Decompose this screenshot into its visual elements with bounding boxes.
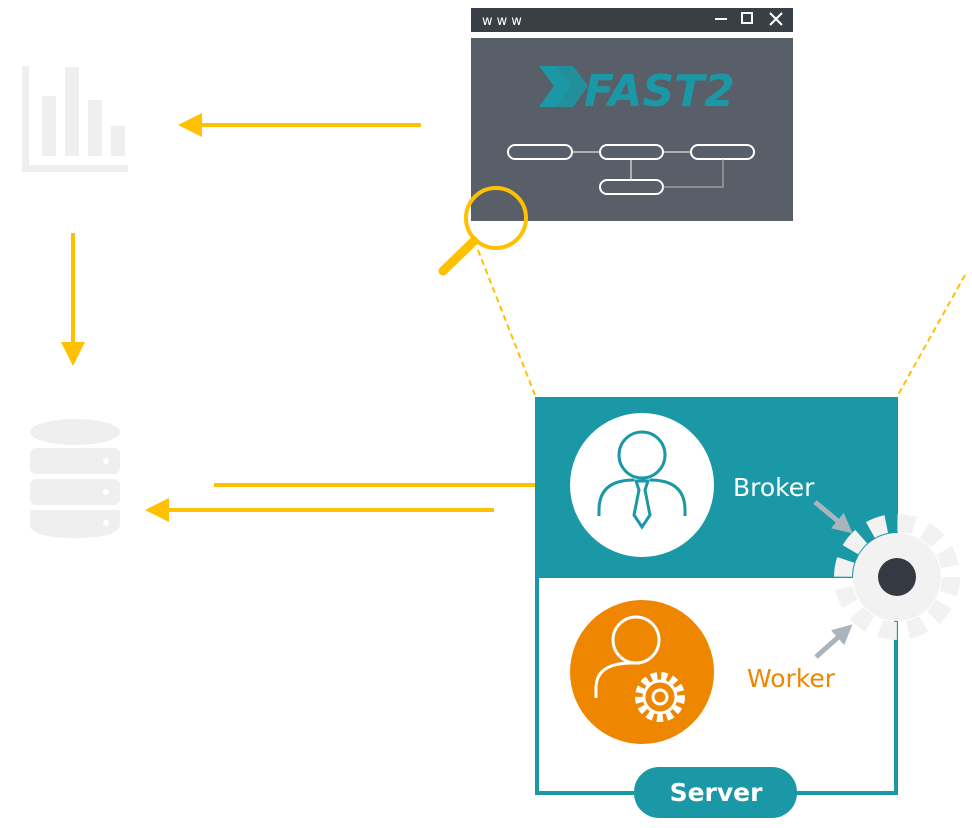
bar-chart-icon	[22, 66, 128, 172]
arrow-worker-to-gear	[814, 624, 853, 659]
fast2-logo: FAST2	[539, 66, 735, 117]
worker-label: Worker	[747, 664, 836, 693]
zoom-line-right	[897, 274, 966, 396]
window-title-bar	[471, 8, 793, 32]
window-body	[471, 38, 793, 221]
window-maximize-icon[interactable]	[741, 12, 753, 24]
workflow-graphic	[507, 144, 755, 195]
broker-node	[570, 413, 714, 557]
worker-person-gear-icon	[594, 615, 685, 722]
broker-person-icon	[597, 430, 687, 530]
zoom-line-left	[477, 249, 536, 396]
server-label: Server	[670, 778, 764, 807]
gear-center	[878, 558, 916, 596]
logo-text: FAST2	[584, 66, 735, 117]
gear-icon	[834, 514, 960, 640]
window-close-icon[interactable]	[769, 12, 783, 26]
database-icon	[30, 419, 120, 538]
arrow-broker-to-gear	[813, 500, 853, 534]
magnifier-icon	[438, 186, 528, 276]
browser-window: www FAST2	[471, 8, 793, 221]
window-title: www	[482, 14, 526, 29]
broker-label: Broker	[733, 473, 815, 502]
worker-node	[570, 600, 714, 744]
server-badge: Server	[634, 767, 797, 818]
